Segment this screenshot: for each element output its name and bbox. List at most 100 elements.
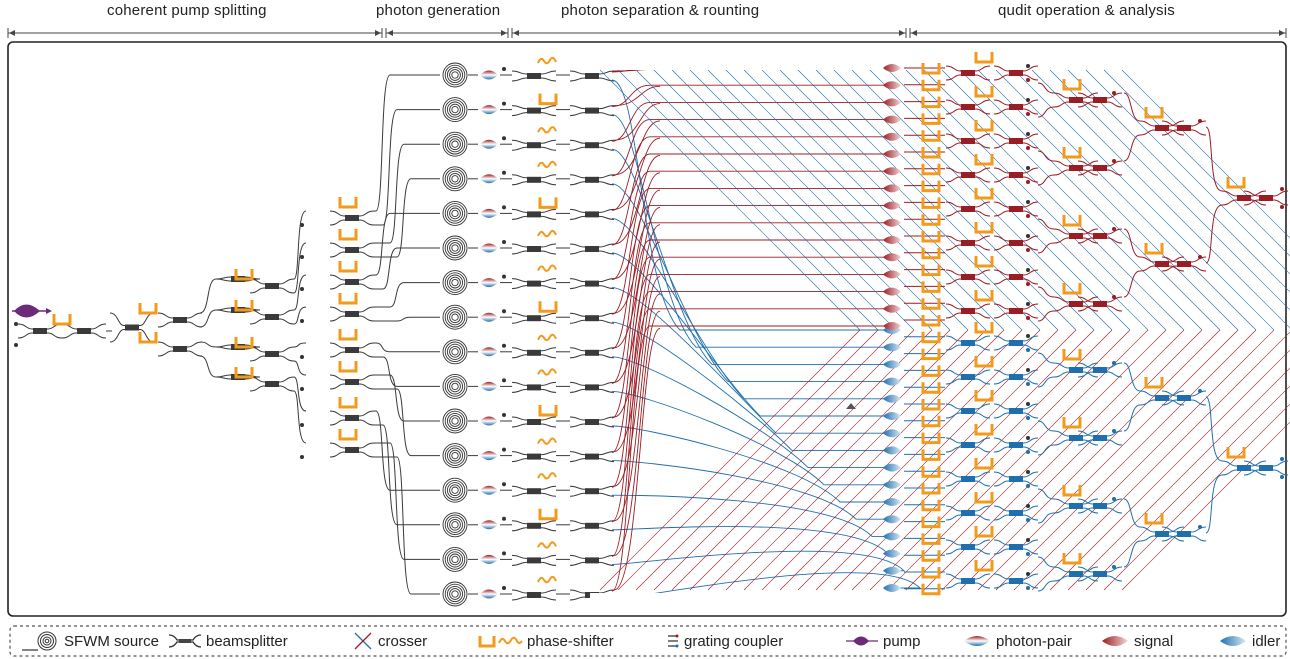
waveguide [611, 239, 890, 419]
phase-shifter-heater [1226, 177, 1246, 189]
beamsplitter-bar [1009, 274, 1023, 280]
photon-pair-filter [480, 451, 498, 461]
beamsplitter-bar [961, 442, 975, 448]
phase-shifter-heater [921, 365, 941, 377]
spiral-icon [442, 200, 468, 226]
beamsplitter-icon [168, 634, 202, 648]
waveguide [725, 329, 987, 591]
beamsplitter-bar [1237, 465, 1251, 471]
waveguide [611, 119, 890, 177]
phase-shifter-heater [921, 163, 941, 176]
legend-crosser: crosser [352, 629, 427, 653]
phase-shifter-heater [538, 301, 558, 313]
spiral-icon [444, 64, 466, 86]
beamsplitter-bar [527, 176, 541, 183]
grating-coupler [1280, 205, 1284, 209]
waveguide [374, 442, 440, 560]
spiral-icon [446, 447, 464, 464]
beamsplitter-bar [345, 379, 359, 385]
beamsplitter-bar [1009, 240, 1023, 246]
arrow-head [375, 30, 381, 36]
beamsplitter-bar [961, 476, 975, 482]
waveguide [941, 329, 1203, 591]
phase-shifter-heater [234, 367, 254, 379]
spiral-icon [446, 412, 464, 430]
phase-shifter-heater [538, 93, 558, 106]
waveguide [613, 189, 661, 314]
beamsplitter-bar [1069, 165, 1083, 171]
phase-shifter-heater [974, 390, 994, 402]
waveguide [611, 136, 890, 211]
spiral-icon [444, 168, 466, 190]
spiral-icon [444, 549, 466, 570]
beamsplitter-bar [1093, 233, 1107, 239]
waveguide [1037, 444, 1055, 456]
legend-idler-label: idler [1252, 632, 1281, 650]
phase-shifter-heater [1062, 79, 1082, 91]
grating-coupler [502, 447, 506, 452]
spiral-icon [451, 382, 459, 391]
grating-coupler [502, 170, 506, 175]
arrow-head [911, 30, 917, 36]
waveguide [611, 273, 890, 488]
spiral-icon [444, 479, 466, 501]
legend-sfwm: SFWM source [20, 629, 159, 653]
waveguide [1037, 106, 1055, 118]
waveguide [611, 526, 890, 555]
waveguide [1037, 488, 1055, 500]
spiral-icon [451, 555, 459, 564]
waveguide [293, 360, 307, 376]
grating-coupler [1026, 302, 1030, 306]
waveguide [599, 329, 861, 591]
idler-filter [883, 463, 901, 472]
waveguide [923, 329, 1185, 591]
spiral-icon [451, 348, 459, 356]
beamsplitter-bar [1009, 510, 1023, 516]
signal-filter [883, 184, 901, 193]
arrow-head [1279, 30, 1285, 36]
phase-shifter-heater [921, 331, 941, 344]
section-label-generation: photon generation [376, 2, 501, 19]
waveguide [635, 69, 897, 331]
beamsplitter-bar [33, 328, 47, 334]
phase-shifter-heater [1062, 283, 1082, 295]
phase-shifter-heater [538, 197, 558, 209]
phase-shifter-heater [537, 264, 557, 272]
spiral-icon [446, 66, 464, 84]
waveguide [851, 69, 1113, 331]
phase-shifter-heater [974, 424, 994, 436]
phase-shifter-heater [537, 333, 557, 342]
grating-coupler [1112, 227, 1116, 231]
phase-shifter-heater [338, 361, 358, 373]
photon-pair-filter [480, 174, 498, 184]
waveguide [833, 329, 1095, 591]
waveguide [1085, 69, 1290, 275]
waveguide [611, 153, 890, 246]
spiral-icon [446, 274, 464, 291]
waveguide [1121, 421, 1290, 591]
waveguide [293, 306, 307, 325]
phase-shifter-heater [921, 499, 941, 512]
waveguide [374, 282, 440, 308]
phase-shifter-heater [921, 449, 941, 461]
phase-shifter-heater [974, 458, 994, 470]
beamsplitter-bar [1093, 97, 1107, 103]
waveguide [851, 329, 1113, 591]
spiral-icon [449, 518, 461, 531]
spiral-icon [442, 512, 468, 538]
photon-pair-icon [964, 636, 990, 646]
idler-filter [883, 360, 901, 369]
beamsplitter-bar [585, 488, 599, 495]
spiral-icon [444, 133, 466, 155]
idler-filter [883, 549, 901, 558]
waveguide [293, 210, 307, 280]
grating-coupler [1026, 484, 1030, 488]
phase-shifter-heater [921, 432, 941, 445]
spiral-icon [449, 242, 461, 254]
waveguide [1123, 134, 1141, 162]
spiral-icon [449, 311, 461, 324]
grating-coupler-icon [668, 634, 679, 648]
beamsplitter-bar [585, 73, 599, 79]
waveguide [1205, 126, 1223, 192]
section-dimension-lines [7, 28, 1287, 38]
